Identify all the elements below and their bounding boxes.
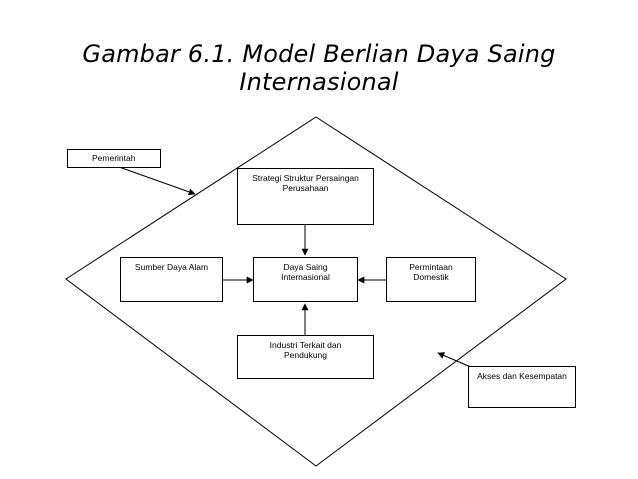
diamond-shape [65,116,567,467]
node-sumber-daya-alam: Sumber Daya Alam [120,257,223,302]
node-strategi: Strategi Struktur Persaingan Perusahaan [237,168,374,225]
node-akses: Akses dan Kesempatan [468,366,576,408]
page-title: Gambar 6.1. Model Berlian Daya Saing Int… [82,40,556,96]
node-pemerintah: Pemerintah [67,149,161,168]
node-industri: Industri Terkait dan Pendukung [237,335,374,379]
arrow-pemerintah-to-diamond [118,166,196,196]
node-daya-saing: Daya Saing Internasional [253,257,358,302]
node-permintaan: Permintaan Domestik [386,257,476,302]
